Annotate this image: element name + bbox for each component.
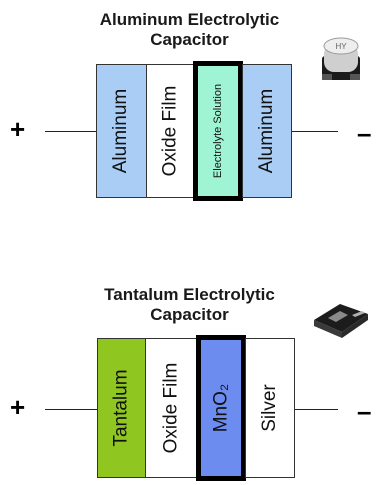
layer-label: Aluminum	[256, 89, 278, 173]
layer-label: Aluminum	[111, 89, 133, 173]
smd-chip-icon	[312, 298, 370, 342]
layer-label: Silver	[259, 384, 281, 432]
layer-label: Oxide Film	[160, 363, 182, 454]
svg-text:HY: HY	[335, 42, 347, 51]
aluminum-cathode-layer: Aluminum	[242, 64, 292, 198]
negative-lead-wire	[292, 131, 338, 132]
oxide-film-layer: Oxide Film	[146, 64, 194, 198]
tantalum-layer: Tantalum	[97, 338, 146, 478]
oxide-film-layer: Oxide Film	[145, 338, 197, 478]
layer-label: MnO₂	[210, 384, 232, 433]
positive-lead-wire	[45, 131, 96, 132]
aluminum-title-line1: Aluminum Electrolytic	[0, 10, 379, 30]
aluminum-anode-layer: Aluminum	[96, 64, 147, 198]
layer-label: Tantalum	[111, 369, 133, 446]
negative-terminal-sign: –	[357, 120, 371, 146]
positive-terminal-sign: +	[10, 394, 25, 420]
electrolyte-solution-layer: Electrolyte Solution	[193, 61, 243, 201]
positive-lead-wire	[45, 409, 97, 410]
mno2-layer: MnO₂	[196, 335, 246, 481]
negative-terminal-sign: –	[357, 398, 371, 424]
capacitor-can-icon: HY	[318, 34, 364, 86]
layer-label: Oxide Film	[159, 86, 181, 177]
negative-lead-wire	[295, 409, 338, 410]
positive-terminal-sign: +	[10, 116, 25, 142]
layer-label: Electrolyte Solution	[212, 84, 224, 178]
silver-layer: Silver	[245, 338, 295, 478]
